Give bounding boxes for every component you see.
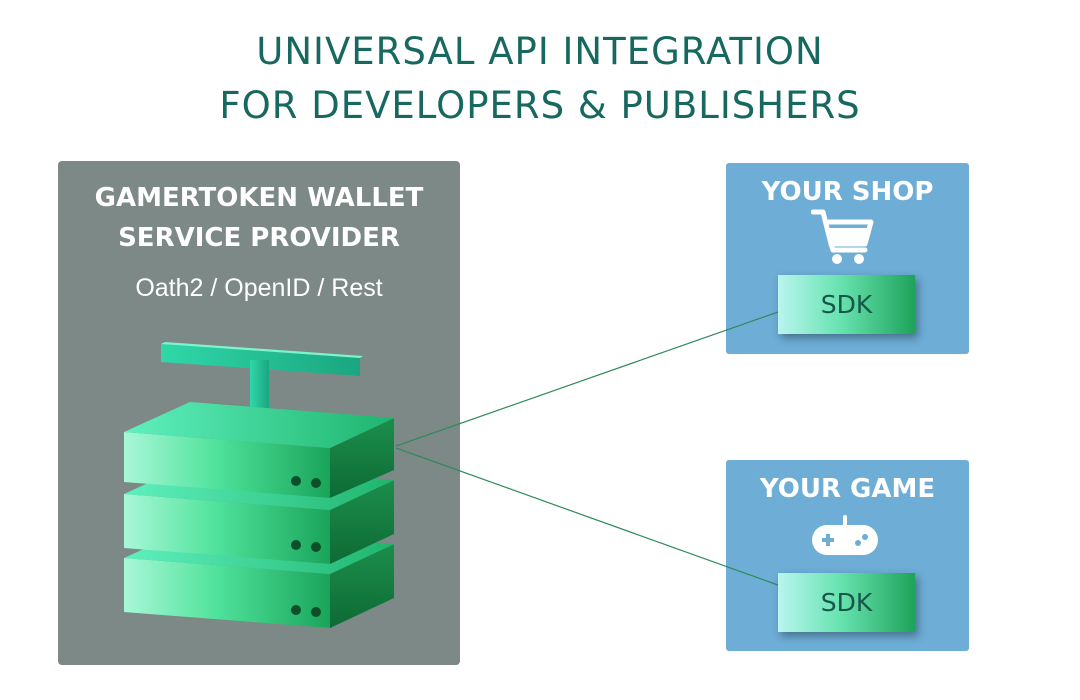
provider-name-line-2: SERVICE PROVIDER — [118, 223, 400, 253]
gamepad-icon — [812, 515, 878, 555]
game-title: YOUR GAME — [759, 474, 936, 504]
game-sdk-box: SDK — [778, 573, 915, 632]
connector-to-game — [395, 447, 779, 586]
diagram-title-line-1: UNIVERSAL API INTEGRATION — [256, 30, 824, 73]
shopping-cart-icon — [811, 209, 874, 264]
connector-to-shop — [395, 311, 779, 447]
shop-title: YOUR SHOP — [761, 177, 934, 207]
provider-name-line-1: GAMERTOKEN WALLET — [94, 183, 424, 213]
game-panel: YOUR GAME SDK — [726, 460, 969, 651]
shop-panel: YOUR SHOP SDK — [726, 163, 969, 354]
server-stack-icon — [124, 342, 394, 628]
shop-sdk-box: SDK — [778, 275, 915, 334]
provider-protocols: Oath2 / OpenID / Rest — [135, 274, 383, 302]
diagram-title-line-2: FOR DEVELOPERS & PUBLISHERS — [219, 84, 861, 127]
